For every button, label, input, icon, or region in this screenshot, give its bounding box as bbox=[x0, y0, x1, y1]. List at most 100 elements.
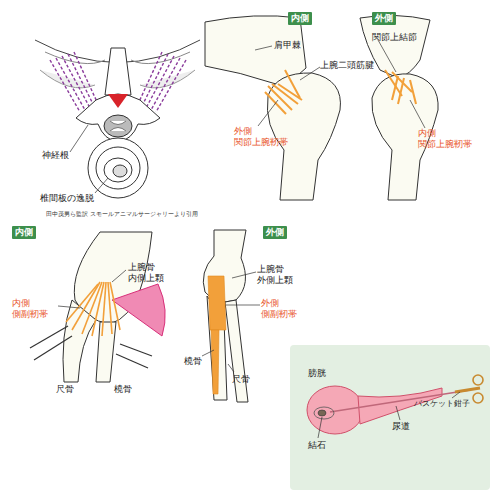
ligament bbox=[392, 76, 398, 100]
nerve-root bbox=[68, 54, 94, 106]
ligament-label: 外側 側副靭帯 bbox=[261, 298, 307, 320]
view-tag: 外側 bbox=[263, 226, 287, 239]
vertebra-bone bbox=[96, 147, 140, 189]
ligament bbox=[102, 282, 106, 336]
ligament bbox=[410, 80, 416, 104]
ligament-label: 外側 関節上腕靭帯 bbox=[234, 126, 294, 148]
ligament bbox=[208, 276, 226, 394]
ligament-label: 内側 側副靭帯 bbox=[12, 298, 62, 320]
forceps bbox=[30, 326, 68, 348]
bladder bbox=[307, 386, 442, 434]
leader-line bbox=[228, 364, 234, 372]
part-label: 尿道 bbox=[392, 421, 410, 432]
basket-forceps bbox=[473, 375, 483, 385]
leader-line bbox=[202, 272, 260, 372]
leader-line bbox=[202, 350, 214, 356]
ligament bbox=[278, 84, 302, 100]
tag-text: 外側 bbox=[375, 13, 393, 24]
ligament bbox=[211, 330, 219, 394]
part-label: 尺骨 bbox=[56, 384, 74, 395]
vertebra-illustration bbox=[40, 70, 95, 88]
part-label: 結石 bbox=[308, 440, 326, 451]
forceps bbox=[116, 354, 148, 368]
view-tag: 内側 bbox=[288, 12, 312, 25]
vertebra-bone bbox=[104, 158, 132, 182]
vertebra-bone bbox=[105, 48, 131, 95]
tag-text: 外側 bbox=[266, 227, 284, 238]
leader-line bbox=[58, 306, 80, 308]
leader-line bbox=[226, 305, 260, 306]
nerve-root bbox=[74, 52, 98, 104]
leader-line bbox=[410, 100, 425, 128]
tag-text: 内側 bbox=[291, 13, 309, 24]
part-label: 関節上結節 bbox=[372, 32, 417, 43]
leader-line bbox=[95, 178, 108, 193]
vertebra-bone bbox=[76, 94, 160, 142]
ligament bbox=[66, 282, 120, 336]
part-label: 膀胱 bbox=[308, 368, 326, 379]
part-label: 尺骨 bbox=[232, 374, 250, 385]
vertebra-illustration bbox=[140, 70, 195, 88]
ligament bbox=[398, 78, 404, 104]
nerve-root bbox=[146, 56, 174, 108]
ligament bbox=[208, 276, 226, 330]
part-label: 神経根 bbox=[42, 150, 69, 161]
leader-line bbox=[300, 67, 320, 80]
bladder bbox=[307, 386, 363, 434]
leader-line bbox=[318, 417, 322, 438]
ligament bbox=[285, 70, 300, 98]
part-label: 肩甲棘 bbox=[274, 40, 301, 51]
leader-line bbox=[232, 272, 256, 278]
leader-line bbox=[396, 406, 400, 420]
ligament bbox=[66, 284, 98, 322]
part-label: バスケット鉗子 bbox=[414, 398, 470, 409]
ligament bbox=[265, 70, 416, 114]
basket-forceps bbox=[455, 388, 480, 392]
citation-note: 田中茂男ら監訳 スモールアニマルサージャリーより引用 bbox=[46, 209, 198, 220]
basket-forceps bbox=[314, 375, 483, 419]
part-label: 橈骨 bbox=[184, 356, 202, 367]
shoulder-bone bbox=[205, 15, 438, 200]
vertebra-bone bbox=[76, 48, 160, 198]
view-tag: 外側 bbox=[372, 12, 396, 25]
part-label: 上腕骨 内側上顆 bbox=[128, 262, 170, 284]
elbow-bone bbox=[225, 300, 248, 402]
vertebra-bone bbox=[104, 115, 132, 137]
forceps bbox=[120, 344, 152, 356]
ligament-label: 内側 関節上腕靭帯 bbox=[418, 128, 478, 150]
part-label: 橈骨 bbox=[114, 384, 132, 395]
leader-line bbox=[378, 40, 396, 72]
leader-line bbox=[70, 125, 88, 152]
leader-line bbox=[255, 46, 272, 50]
shoulder-bone bbox=[205, 16, 306, 84]
forceps bbox=[30, 326, 152, 368]
leader-line bbox=[255, 40, 425, 128]
leader-line bbox=[112, 270, 126, 282]
vertebra-bone bbox=[110, 121, 126, 131]
panel-background bbox=[290, 345, 490, 490]
leader-line bbox=[58, 270, 126, 308]
leader-line bbox=[70, 125, 108, 193]
nerve-root bbox=[142, 54, 168, 106]
basket-forceps bbox=[473, 393, 483, 403]
part-label: 上腕二頭筋腱 bbox=[320, 60, 374, 71]
nerve-root bbox=[62, 56, 90, 108]
elbow-bone bbox=[96, 322, 116, 382]
basket-forceps bbox=[318, 410, 326, 416]
forceps bbox=[34, 336, 72, 360]
part-label: 上腕骨 外側上顆 bbox=[257, 264, 299, 286]
leader-line bbox=[452, 392, 460, 398]
herniated-disc-mark bbox=[108, 94, 128, 108]
view-tag: 内側 bbox=[12, 226, 36, 239]
basket-forceps bbox=[330, 390, 470, 412]
vertebra-bone bbox=[113, 165, 127, 177]
leader-line bbox=[258, 100, 278, 126]
tag-text: 内側 bbox=[15, 227, 33, 238]
part-label: 椎間板の逸脱 bbox=[40, 193, 94, 204]
basket-forceps bbox=[314, 407, 334, 419]
ligament bbox=[110, 282, 120, 330]
leader-line bbox=[318, 392, 460, 438]
nerve-root bbox=[138, 52, 162, 104]
